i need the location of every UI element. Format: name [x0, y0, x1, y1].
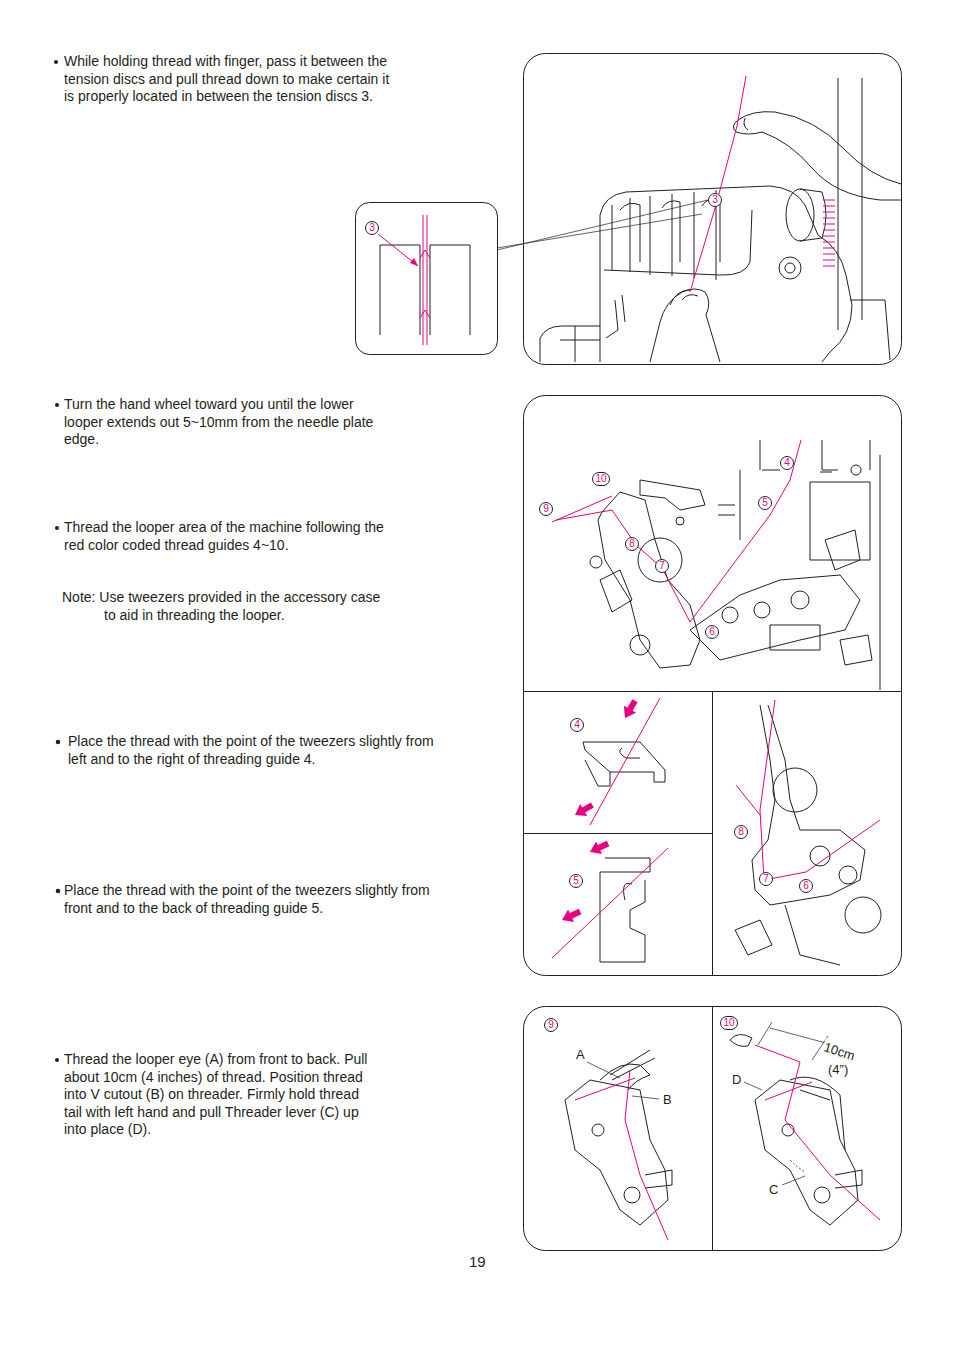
callout-circle: 7	[655, 559, 669, 573]
callout-number: 8	[738, 826, 744, 837]
callout-number: 8	[629, 538, 635, 549]
instruction-text: Note: Use tweezers provided in the acces…	[62, 589, 382, 624]
thread-path	[552, 440, 801, 622]
panel-frames	[356, 54, 902, 1251]
instruction-text: Turn the hand wheel toward you until the…	[64, 396, 384, 449]
callout-circle: 10	[720, 1016, 738, 1030]
callout-number: 3	[712, 194, 718, 205]
callout-number: 3	[369, 222, 375, 233]
callout-number: 7	[763, 873, 769, 884]
callout-number: 9	[543, 503, 549, 514]
threader-drawing	[565, 1022, 862, 1225]
callout-circle: 5	[758, 496, 772, 510]
page-number: 19	[468, 1253, 487, 1271]
guide-4-detail	[572, 697, 666, 825]
callout-number: 4	[574, 719, 580, 730]
serger-drawing	[540, 78, 901, 362]
callout-number: 5	[762, 497, 768, 508]
instruction-text: Place the thread with the point of the t…	[64, 882, 434, 917]
callout-circle: 6	[705, 625, 719, 639]
callout-number: 7	[659, 560, 665, 571]
thread	[690, 76, 835, 292]
part-label: C	[768, 1181, 779, 1199]
part-label: A	[575, 1046, 586, 1064]
leader-lines	[587, 1062, 805, 1185]
instruction-text: Thread the looper eye (A) from front to …	[64, 1051, 374, 1139]
looper-thread	[736, 700, 880, 880]
callout-number: 6	[709, 626, 715, 637]
callout-number: 4	[784, 457, 790, 468]
callout-circle: 4	[570, 718, 584, 732]
callout-number: 9	[548, 1019, 554, 1030]
tension-disc-inset	[378, 200, 708, 345]
callout-circle: 8	[625, 537, 639, 551]
threader-thread	[575, 1045, 880, 1240]
callout-circle: 6	[799, 879, 813, 893]
callout-circle: 9	[539, 502, 553, 516]
callout-circle: 5	[569, 874, 583, 888]
callout-number: 6	[803, 880, 809, 891]
callout-circle: 4	[780, 456, 794, 470]
bullets	[54, 60, 60, 1062]
looper-mechanism	[590, 440, 880, 690]
part-label: D	[731, 1071, 742, 1089]
callout-circle: 3	[708, 193, 722, 207]
callout-number: 10	[723, 1017, 734, 1028]
callout-circle: 8	[734, 825, 748, 839]
instruction-text: Thread the looper area of the machine fo…	[64, 519, 394, 554]
callout-number: 5	[573, 875, 579, 886]
guide-5-detail	[552, 837, 668, 962]
part-label: B	[662, 1091, 673, 1109]
callout-circle: 10	[592, 472, 610, 486]
part-label: (4”)	[827, 1061, 849, 1079]
callout-circle: 9	[544, 1018, 558, 1032]
callout-number: 10	[595, 473, 606, 484]
callout-circle: 7	[759, 872, 773, 886]
instruction-text: While holding thread with finger, pass i…	[64, 53, 394, 106]
callout-circle: 3	[365, 221, 379, 235]
instruction-text: Place the thread with the point of the t…	[68, 733, 438, 768]
